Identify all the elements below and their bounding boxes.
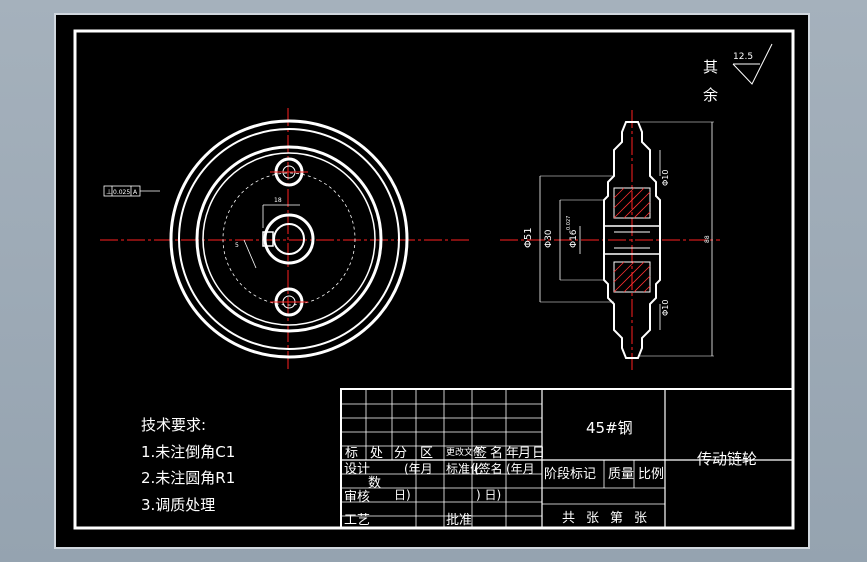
tb-shu: 数 bbox=[368, 476, 381, 491]
tolerance-value: 0.025 bbox=[113, 189, 130, 196]
tb-h5: 签 bbox=[474, 445, 487, 461]
tb-gongyi: 工艺 bbox=[344, 513, 370, 528]
tech-requirements: 技术要求: 1.未注倒角C1 2.未注圆角R1 3.调质处理 bbox=[141, 416, 235, 514]
key-dim-label: 5 bbox=[235, 242, 239, 249]
tb-ri: 日) bbox=[394, 488, 411, 502]
dim-phi51: Φ51 bbox=[523, 227, 534, 248]
tb-biaozhunhua: 标准化 bbox=[446, 462, 482, 476]
keyway-dim-label: 18 bbox=[274, 197, 282, 204]
tb-sheji: 设计 bbox=[344, 462, 370, 477]
tb-nianyueri: (年月 bbox=[506, 462, 535, 476]
qiyu-1: 其 bbox=[703, 58, 718, 76]
dim-phi16: Φ16 bbox=[569, 229, 579, 248]
tb-h3: 区 bbox=[420, 446, 433, 461]
tb-pizhun: 批准 bbox=[446, 513, 472, 528]
tolerance-datum: A bbox=[133, 189, 138, 196]
tech-req-item-2: 2.未注圆角R1 bbox=[141, 469, 235, 487]
tb-jieduan: 阶段标记 bbox=[544, 467, 596, 482]
tb-h1: 处 bbox=[370, 446, 383, 461]
material-label: 45#钢 bbox=[586, 419, 633, 437]
tb-ri2: ) 日) bbox=[476, 488, 501, 502]
section-view: Φ51 Φ30 Φ16 0.027 Φ10 Φ10 88 bbox=[500, 110, 720, 370]
front-view: 18 5 bbox=[100, 108, 470, 372]
tolerance-frame: ⊥ 0.025 A bbox=[103, 185, 160, 197]
tb-di: 第 bbox=[610, 511, 623, 526]
tb-nian: (年月 bbox=[404, 462, 433, 476]
roughness-value: 12.5 bbox=[733, 52, 753, 62]
tb-zhang: 张 bbox=[586, 511, 599, 526]
tb-h2: 分 bbox=[394, 446, 407, 461]
tolerance-symbol: ⊥ bbox=[106, 188, 112, 196]
dim-phi30: Φ30 bbox=[544, 229, 554, 248]
tb-bili: 比例 bbox=[638, 467, 664, 482]
tb-shenhe: 审核 bbox=[344, 490, 370, 505]
tb-h8: 月 bbox=[518, 446, 531, 461]
dim-phi10-bottom: Φ10 bbox=[661, 300, 670, 316]
qiyu-2: 余 bbox=[703, 86, 718, 104]
dim-phi16-tol: 0.027 bbox=[566, 216, 572, 230]
surface-finish: 其 余 12.5 bbox=[703, 43, 773, 104]
title-block-text: 45#钢 传动链轮 标 处 分 区 更改文件 签 名 年 月 日 设计 数 (年… bbox=[344, 419, 757, 528]
tb-h0: 标 bbox=[345, 446, 358, 461]
dim-phi10-top: Φ10 bbox=[661, 170, 670, 186]
tb-h6: 名 bbox=[490, 445, 503, 461]
tb-h7: 年 bbox=[506, 446, 519, 461]
tb-h4: 更改文件 bbox=[446, 446, 482, 458]
dim-total-length: 88 bbox=[704, 235, 711, 243]
tech-req-item-1: 1.未注倒角C1 bbox=[141, 443, 235, 461]
tech-req-title: 技术要求: bbox=[141, 416, 206, 434]
tb-gong: 共 bbox=[562, 511, 575, 526]
part-name: 传动链轮 bbox=[697, 450, 757, 468]
tb-zhang2: 张 bbox=[634, 511, 647, 526]
tech-req-item-3: 3.调质处理 bbox=[141, 496, 215, 514]
tb-h9: 日 bbox=[532, 446, 545, 461]
tb-zhongliang: 质量 bbox=[608, 467, 634, 482]
tb-qianming: (签名 bbox=[474, 461, 503, 476]
title-block bbox=[340, 388, 794, 529]
